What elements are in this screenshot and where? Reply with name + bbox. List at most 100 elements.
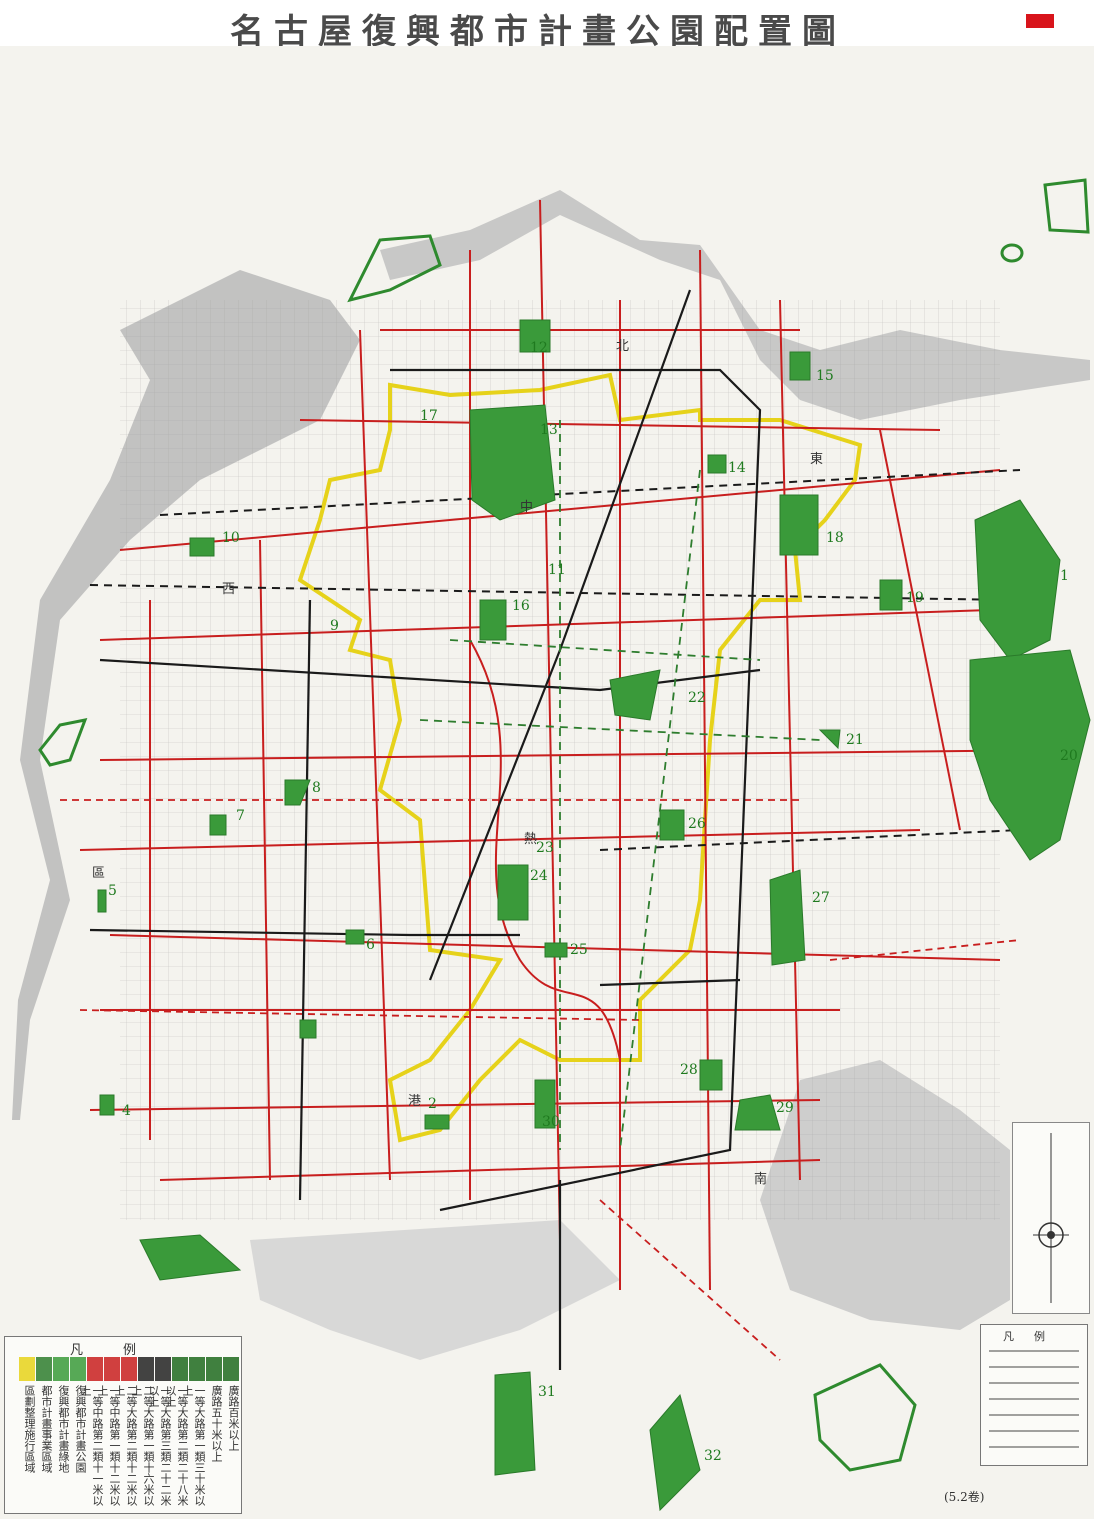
park-label: 4 <box>122 1103 131 1119</box>
legend-label: 一等大路第三類二十二米以上 <box>147 1385 172 1506</box>
park-label: 10 <box>222 530 240 546</box>
legend-entry: 區劃整理施行區域 <box>19 1357 36 1509</box>
red-roads <box>79 199 1061 1291</box>
legend-label: 都市計畫事業區域 <box>40 1385 53 1473</box>
park-label: 15 <box>816 368 834 384</box>
legend-swatch <box>121 1357 137 1381</box>
legend-label: 廣路五十米以上 <box>210 1385 223 1462</box>
park-shape <box>189 537 215 557</box>
legend-label: 一等中路第二類十一米以上 <box>79 1385 104 1506</box>
legend-swatch <box>155 1357 171 1381</box>
park-shape <box>969 649 1091 861</box>
park-label: 27 <box>812 890 830 906</box>
ward-label: 東 <box>810 452 824 467</box>
park-label: 24 <box>530 868 548 884</box>
park-shape <box>649 1393 701 1512</box>
legend-swatch <box>223 1357 239 1381</box>
legend-swatch <box>53 1357 69 1381</box>
sheet-code: (5.2卷) <box>944 1490 985 1504</box>
legend-label: 一等大路第一類三十米以上 <box>181 1385 206 1506</box>
title-bar: 名古屋復興都市計畫公園配置圖 <box>0 0 1094 52</box>
park-label: 16 <box>512 598 530 614</box>
legend-label: 區劃整理施行區域 <box>23 1385 36 1473</box>
park-label: 5 <box>108 883 117 899</box>
park-shape <box>469 404 556 521</box>
yellow-boundary <box>297 372 863 1143</box>
park-shape <box>707 454 727 474</box>
park-shape <box>534 1079 556 1129</box>
park-shape <box>659 809 685 841</box>
park-shape <box>879 579 903 611</box>
legend-entry: 二等大路第一類十六米以上 <box>130 1357 155 1509</box>
legend-swatch <box>138 1357 154 1381</box>
legend-entry: 一等中路第一類十二米以上 <box>96 1357 121 1509</box>
legend-entry: 一等大路第三類二十二米以上 <box>147 1357 172 1509</box>
park-shape <box>769 869 806 966</box>
harbor-water <box>250 1220 620 1360</box>
park-label: 29 <box>776 1100 794 1116</box>
legend-entry: 廣路百米以上 <box>223 1357 240 1509</box>
park-shape <box>789 351 811 381</box>
park-shape <box>544 942 568 958</box>
ward-label: 中 <box>520 500 534 515</box>
legend-swatch <box>70 1357 86 1381</box>
legend-swatch <box>36 1357 52 1381</box>
park-label: 8 <box>312 780 321 796</box>
legend-right: 凡例 <box>980 1324 1088 1466</box>
park-label: 19 <box>906 590 924 606</box>
park-label: 6 <box>366 937 375 953</box>
park-shape <box>97 889 107 913</box>
legend-entry: 廣路五十米以上 <box>206 1357 223 1509</box>
legend-entry: 復興都市計畫公園 <box>70 1357 87 1509</box>
legend-label: 二等大路第一類十六米以上 <box>130 1385 155 1506</box>
park-shape <box>209 814 227 836</box>
city-map <box>0 46 1094 1519</box>
park-label: 32 <box>704 1448 722 1464</box>
legend-label: 廣路百米以上 <box>227 1385 240 1451</box>
red-dashed-roads <box>60 799 1021 1361</box>
black-dashed-roads <box>89 469 1021 851</box>
legend-right-symbols <box>989 1350 1079 1448</box>
park-shape <box>139 1234 242 1281</box>
park-label: 14 <box>728 460 746 476</box>
park-label: 2 <box>428 1096 437 1112</box>
park-shape <box>345 929 365 945</box>
legend-title: 凡例 <box>69 1343 176 1358</box>
legend-swatch <box>104 1357 120 1381</box>
park-label: 21 <box>846 732 864 748</box>
ward-label: 港 <box>408 1094 422 1109</box>
park-shape <box>734 1094 781 1131</box>
ward-label: 南 <box>754 1172 768 1187</box>
ward-label: 西 <box>222 582 236 597</box>
legend-entry: 一等中路第二類十一米以上 <box>79 1357 104 1509</box>
park-shape <box>699 1059 723 1091</box>
parks <box>97 319 1091 1512</box>
park-shape <box>284 779 311 806</box>
park-label: 22 <box>688 690 706 706</box>
legend-right-title: 凡例 <box>1003 1330 1065 1343</box>
park-shape <box>974 499 1061 661</box>
park-label: 11 <box>548 562 566 578</box>
park-shape <box>497 864 529 921</box>
legend-label: 二等大路第二類十二米以上 <box>113 1385 138 1506</box>
park-label: 1 <box>1060 568 1069 584</box>
park-label: 20 <box>1060 748 1078 764</box>
park-label: 12 <box>530 340 548 356</box>
compass-box <box>1012 1122 1090 1314</box>
legend-swatch <box>206 1357 222 1381</box>
park-label: 30 <box>542 1114 560 1130</box>
ward-label: 區 <box>92 866 106 881</box>
park-shape <box>519 319 551 353</box>
compass-icon <box>1033 1133 1069 1303</box>
map-title: 名古屋復興都市計畫公園配置圖 <box>230 12 846 52</box>
park-label: 23 <box>536 840 554 856</box>
legend-entry: 復興都市計畫綠地 <box>53 1357 70 1509</box>
park-label: 25 <box>570 942 588 958</box>
legend-entry: 二等大路第二類十二米以上 <box>113 1357 138 1509</box>
park-label: 9 <box>330 618 339 634</box>
park-label: 26 <box>688 816 706 832</box>
park-shape <box>779 494 819 556</box>
park-outlines <box>38 178 1090 1472</box>
legend-label: 一等大路第二類二十八米以上 <box>164 1385 189 1506</box>
park-label: 18 <box>826 530 844 546</box>
